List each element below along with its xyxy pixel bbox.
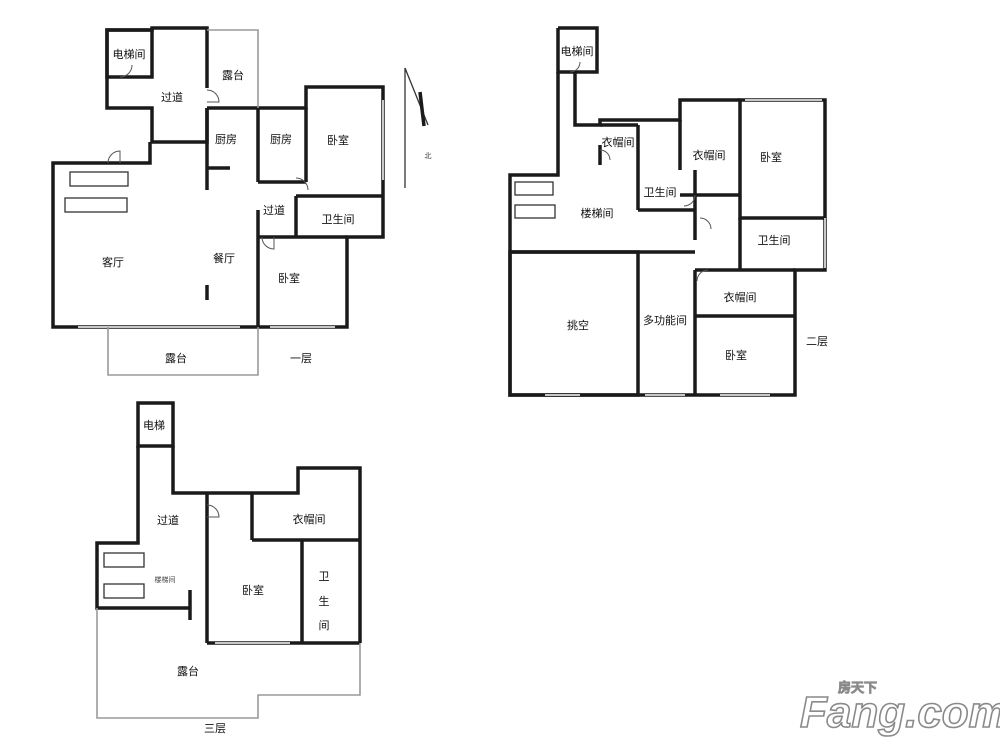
f2-stairwell-label: 楼梯间 [581, 206, 614, 220]
f1-terrace-bottom-label: 露台 [165, 351, 187, 365]
f1-entry-door [107, 150, 121, 164]
f3-terrace-rail [96, 608, 361, 719]
f3-corridor-label: 过道 [157, 513, 179, 527]
f3-terrace-label: 露台 [177, 664, 199, 678]
f3-floor-label: 三层 [204, 722, 226, 735]
f1-elevator-label: 电梯间 [113, 48, 146, 61]
f1-terrace-top-label: 露台 [222, 68, 244, 82]
f2-cloak-door [599, 149, 611, 161]
f2-multipurpose-label: 多功能间 [643, 313, 687, 327]
floor-2-plan: 电梯间 衣帽间 衣帽间 卧室 卫生间 楼梯间 卫生间 挑空 多功能间 衣帽间 卧… [508, 26, 828, 397]
f1-terrace-bottom-rail [107, 327, 259, 376]
north-arrow [404, 67, 429, 188]
f1-corridor-mid-label: 过道 [263, 203, 285, 217]
f2-bath-mid-label: 卫生间 [644, 185, 677, 199]
f1-bathroom-label: 卫生间 [322, 212, 355, 226]
f2-bath-right-label: 卫生间 [758, 233, 791, 247]
north-label: 北 [425, 152, 432, 160]
watermark-brand-top: 房天下 [838, 680, 877, 696]
f1-terrace-top-rail [207, 29, 259, 108]
f1-floor-label: 一层 [290, 352, 312, 365]
f3-top-wall [171, 446, 362, 643]
f3-elevator-label: 电梯 [143, 419, 165, 432]
f3-outer-wall [95, 446, 190, 610]
f1-dining-label: 餐厅 [213, 251, 235, 265]
f1-kitchen-b-label: 厨房 [270, 133, 292, 146]
f2-outer-wall [556, 26, 599, 74]
f2-bedroom-top-label: 卧室 [760, 150, 782, 164]
f2-elevator-label: 电梯间 [561, 45, 594, 58]
f3-stairwell-label: 楼梯间 [155, 575, 176, 584]
floor-3-plan: 电梯 过道 衣帽间 楼梯间 卧室 卫 生 间 露台 三层 [95, 401, 362, 735]
f1-bath-door [295, 177, 309, 191]
f2-cloak-top-label: 衣帽间 [693, 148, 726, 162]
f3-bath-label-1: 卫 [319, 570, 330, 583]
f1-living-label: 客厅 [102, 255, 124, 269]
f2-upper-right [573, 72, 740, 127]
f1-elevator-box [105, 28, 154, 79]
f3-stairs [103, 552, 145, 599]
f3-bedroom-label: 卧室 [242, 583, 264, 597]
f2-cloak-small-label: 衣帽间 [602, 135, 635, 149]
floor-1-plan: 电梯间 露台 过道 厨房 厨房 卧室 过道 卫生间 客厅 餐厅 卧室 露台 一层… [51, 26, 432, 376]
f1-bedroom-top-label: 卧室 [327, 133, 349, 147]
f1-bedroom-door [261, 236, 275, 250]
f1-stairs [64, 171, 129, 213]
f1-corridor-top-label: 过道 [161, 90, 183, 104]
f3-corridor-door [206, 504, 220, 518]
f2-elevator-door [569, 61, 581, 73]
f3-bath-label-3: 间 [319, 619, 330, 632]
f2-bath-right-door [699, 217, 712, 230]
f1-elevator-door [119, 64, 133, 78]
watermark-brand-main: Fang.com [800, 688, 1000, 737]
f2-floor-label: 二层 [806, 335, 828, 348]
f2-bedroom-bottom-label: 卧室 [725, 348, 747, 362]
f2-bath-mid-door [683, 194, 696, 207]
f2-stairs [514, 181, 556, 219]
f2-cloak-bottom-door [696, 269, 709, 282]
f1-terrace-door [206, 89, 220, 103]
f1-outer-wall [105, 26, 209, 144]
fang-watermark: 房天下 Fang.com [799, 680, 1000, 738]
f2-cloak-bottom-label: 衣帽间 [724, 290, 757, 304]
f1-kitchen-a-label: 厨房 [215, 133, 237, 146]
f3-elevator-box [136, 401, 175, 448]
f3-cloakroom-label: 衣帽间 [293, 512, 326, 526]
f2-void-label: 挑空 [567, 318, 589, 332]
f3-bath-label-2: 生 [319, 594, 330, 608]
f1-bedroom-bottom-label: 卧室 [278, 271, 300, 285]
